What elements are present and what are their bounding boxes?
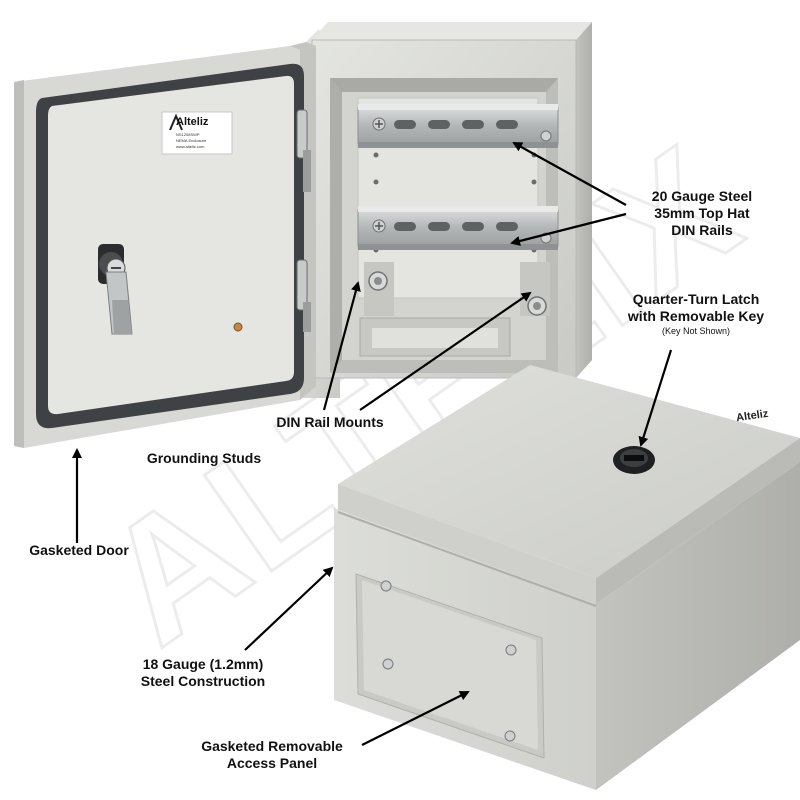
quarter-turn-latch xyxy=(613,446,655,474)
callout-arrows xyxy=(72,142,673,746)
callout-panel: Gasketed Removable Access Panel xyxy=(182,738,362,772)
door-label-brand: Alteliz xyxy=(176,116,209,128)
callout-grounding: Grounding Studs xyxy=(146,450,262,466)
callout-latch-line2: with Removable Key xyxy=(627,308,765,324)
din-rail-top xyxy=(357,104,559,148)
enclosure-body xyxy=(311,22,592,379)
callout-steel-line1: 18 Gauge (1.2mm) xyxy=(142,656,264,672)
callout-din-rails-line3: DIN Rails xyxy=(671,222,733,238)
door-label-model: NS1208SWP xyxy=(176,132,200,137)
callout-panel-line1: Gasketed Removable xyxy=(201,738,343,754)
din-rail-mount-right xyxy=(520,262,550,316)
grounding-stud xyxy=(233,322,243,332)
enclosure-lid xyxy=(338,365,800,578)
callout-din-mounts: DIN Rail Mounts xyxy=(276,414,384,430)
door-label-url: www.alteliz.com xyxy=(176,144,205,149)
callout-din-rails-line1: 20 Gauge Steel xyxy=(651,188,753,204)
callout-latch: Quarter-Turn Latch with Removable Key (K… xyxy=(606,291,786,337)
callout-steel: 18 Gauge (1.2mm) Steel Construction xyxy=(118,656,288,690)
enclosure-side xyxy=(596,462,800,790)
access-panel-screws xyxy=(380,580,517,742)
callout-latch-note: (Key Not Shown) xyxy=(661,326,731,336)
callout-latch-line1: Quarter-Turn Latch xyxy=(632,291,760,307)
door-label xyxy=(161,111,233,155)
closed-enclosure xyxy=(334,365,800,790)
callout-steel-line2: Steel Construction xyxy=(140,673,266,689)
door-label-desc: NEMA Enclosure xyxy=(176,138,207,143)
callout-door: Gasketed Door xyxy=(29,542,129,558)
callout-panel-line2: Access Panel xyxy=(226,755,318,771)
callout-din-rails-line2: 35mm Top Hat xyxy=(654,205,750,221)
callout-din-rails: 20 Gauge Steel 35mm Top Hat DIN Rails xyxy=(614,188,790,239)
open-door xyxy=(14,42,316,448)
din-rail-bottom xyxy=(357,206,559,250)
door-latch xyxy=(98,244,133,335)
din-rail-mount-left xyxy=(364,262,394,316)
